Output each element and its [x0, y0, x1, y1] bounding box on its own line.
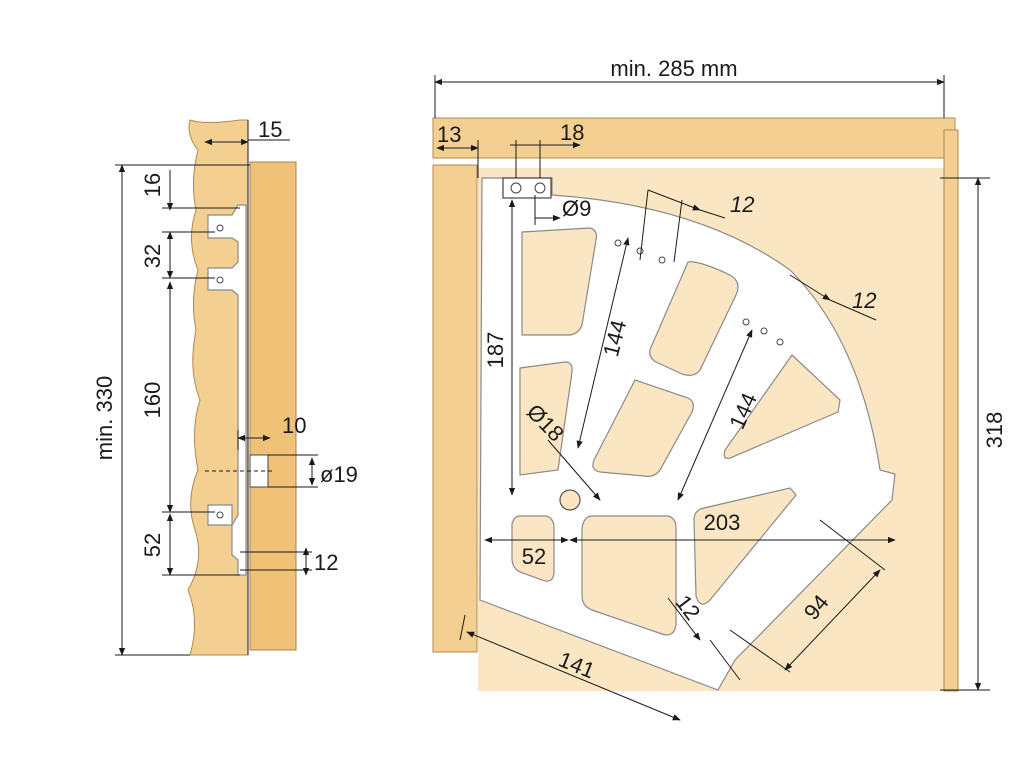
hole-18 — [559, 489, 581, 511]
dim-32: 32 — [140, 244, 165, 268]
cutout — [511, 515, 555, 582]
top-panel — [432, 117, 956, 159]
dim-19: ø19 — [320, 462, 358, 487]
dim-12-top: 12 — [730, 192, 754, 217]
dim-13: 13 — [437, 122, 461, 147]
dim-10: 10 — [282, 413, 306, 438]
mounting-block — [502, 177, 552, 199]
side-view: min. 330 15 16 32 160 52 10 ø19 12 — [92, 117, 358, 656]
dim-18: 18 — [560, 120, 584, 145]
side-bore-19 — [249, 454, 269, 488]
left-panel — [432, 164, 478, 653]
side-cabinet-panel — [249, 161, 297, 651]
dim-52: 52 — [140, 533, 165, 557]
dim-160: 160 — [140, 382, 165, 419]
side-fitting-plate — [207, 204, 247, 576]
dim-52-top: 52 — [522, 544, 546, 569]
dim-330: min. 330 — [92, 376, 117, 460]
dim-12-side: 12 — [314, 550, 338, 575]
dim-285: min. 285 mm — [610, 56, 737, 81]
dim-203: 203 — [704, 510, 741, 535]
dim-187: 187 — [483, 332, 508, 369]
right-panel — [943, 129, 959, 692]
dim-15: 15 — [258, 117, 282, 142]
cutout — [519, 361, 573, 476]
dim-16: 16 — [140, 173, 165, 197]
top-view: min. 285 mm 13 18 Ø9 12 12 187 144 144 — [432, 56, 1007, 721]
dim-12-right: 12 — [852, 288, 876, 313]
dim-9: Ø9 — [562, 196, 591, 221]
dim-318: 318 — [982, 412, 1007, 449]
side-door-panel — [187, 119, 249, 656]
cutout — [693, 487, 797, 605]
